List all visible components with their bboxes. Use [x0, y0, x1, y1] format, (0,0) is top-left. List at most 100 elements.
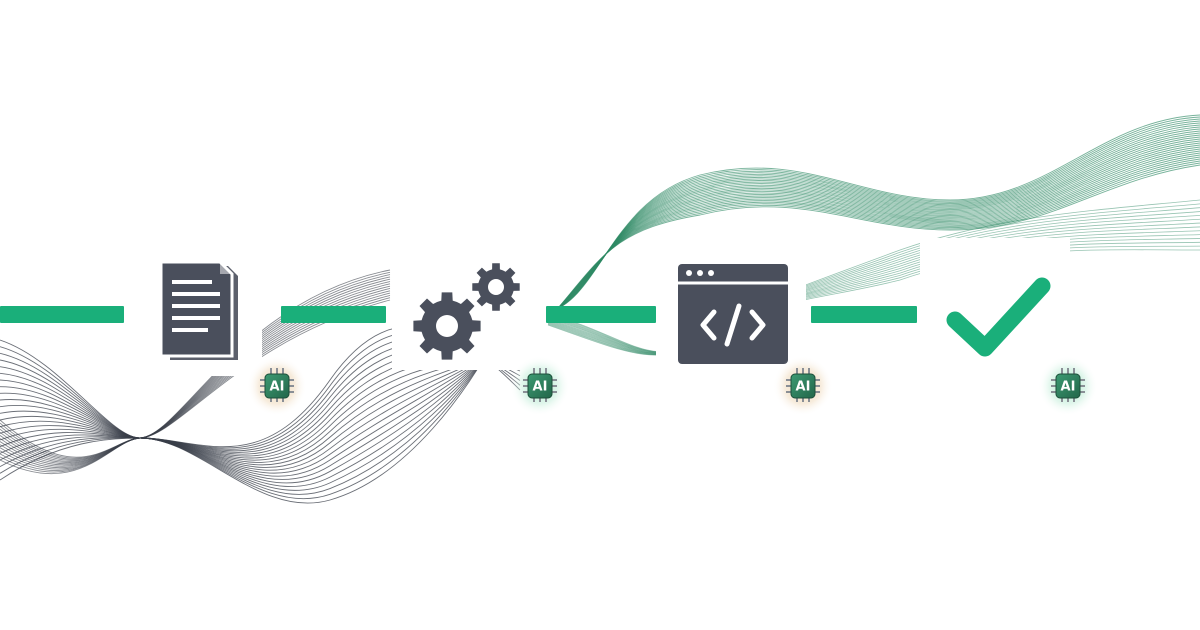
- chip-pin: [545, 396, 547, 402]
- chip-label: AI: [270, 380, 285, 395]
- chip-pin: [1079, 385, 1085, 387]
- chip-pin: [786, 379, 792, 381]
- ai-chip-icon: AI: [1038, 356, 1098, 416]
- chip-pin: [814, 379, 820, 381]
- chip-pin: [802, 396, 804, 402]
- icon-backdrop: [920, 238, 1070, 370]
- chip-pin: [786, 391, 792, 393]
- chip-body: [790, 373, 816, 399]
- wave-line: [0, 299, 521, 495]
- wave-line: [547, 214, 1200, 353]
- chip-pin: [551, 379, 557, 381]
- chip-pin: [808, 396, 810, 402]
- connector-line: [0, 306, 917, 323]
- wave-line: [547, 146, 1200, 318]
- chip-pin: [1067, 396, 1069, 402]
- wave-line: [547, 211, 1200, 353]
- wave-line: [547, 226, 1200, 354]
- wave-lines-right: [547, 114, 1200, 356]
- ai-chip-icon: AI: [773, 356, 833, 416]
- gear-icon: [413, 292, 481, 360]
- chip-pin: [288, 391, 294, 393]
- chip-pin: [802, 368, 804, 374]
- chip-label: AI: [796, 380, 811, 395]
- wave-line: [0, 323, 521, 477]
- chip-label: AI: [533, 380, 548, 395]
- chip-pin: [270, 396, 272, 402]
- chip-pin: [539, 368, 541, 374]
- chip-pin: [523, 391, 529, 393]
- chip-pin: [539, 396, 541, 402]
- chip-pin: [814, 385, 820, 387]
- chip-pin: [1073, 368, 1075, 374]
- chip-label: AI: [1061, 380, 1076, 395]
- wave-line: [547, 238, 1200, 355]
- wave-line: [0, 341, 521, 466]
- chip-pin: [276, 368, 278, 374]
- chip-pin: [288, 385, 294, 387]
- chip-pin: [551, 385, 557, 387]
- chip-pin: [260, 385, 266, 387]
- wave-line: [547, 199, 1200, 353]
- chip-pin: [282, 368, 284, 374]
- wave-line: [0, 313, 521, 484]
- chip-pin: [270, 368, 272, 374]
- chip-body: [527, 373, 553, 399]
- chip-pin: [551, 391, 557, 393]
- wave-line: [547, 222, 1200, 354]
- wave-line: [0, 346, 521, 463]
- checkmark-icon: [946, 277, 1051, 357]
- ai-chip-icon: AI: [247, 356, 307, 416]
- wave-line: [547, 148, 1200, 318]
- chip-pin: [288, 379, 294, 381]
- wave-line: [0, 318, 521, 480]
- wave-line: [547, 241, 1200, 355]
- wave-line: [0, 304, 521, 491]
- wave-line: [547, 218, 1200, 354]
- wave-line: [547, 203, 1200, 353]
- ai-chip-icon: AI: [510, 356, 570, 416]
- chip-pin: [523, 379, 529, 381]
- wave-line: [547, 234, 1200, 355]
- chip-pin: [1051, 385, 1057, 387]
- chip-pin: [545, 368, 547, 374]
- chip-pin: [814, 391, 820, 393]
- gear-icon: [472, 263, 520, 311]
- wave-line: [547, 230, 1200, 355]
- chip-pin: [808, 368, 810, 374]
- chip-pin: [523, 385, 529, 387]
- chip-pin: [1067, 368, 1069, 374]
- chip-pin: [282, 396, 284, 402]
- chip-pin: [1051, 379, 1057, 381]
- wave-line: [0, 294, 521, 500]
- chip-pin: [260, 391, 266, 393]
- wave-line: [0, 327, 521, 474]
- chip-pin: [533, 396, 535, 402]
- chip-pin: [533, 368, 535, 374]
- chip-body: [1055, 373, 1081, 399]
- wave-line: [547, 164, 1200, 321]
- chip-pin: [1061, 396, 1063, 402]
- chip-pin: [260, 379, 266, 381]
- chip-pin: [786, 385, 792, 387]
- chip-pin: [796, 368, 798, 374]
- code-window-icon: [678, 264, 788, 364]
- chip-pin: [1079, 391, 1085, 393]
- wave-line: [547, 245, 1200, 356]
- chip-pin: [1061, 368, 1063, 374]
- chip-pin: [796, 396, 798, 402]
- chip-pin: [1051, 391, 1057, 393]
- chip-pin: [276, 396, 278, 402]
- wave-line: [0, 308, 521, 488]
- wave-line: [547, 144, 1200, 318]
- document-icon: [159, 260, 238, 360]
- wave-line: [0, 299, 391, 458]
- wave-line: [0, 332, 521, 471]
- wave-line: [0, 289, 521, 504]
- wave-line: [0, 337, 521, 468]
- chip-pin: [1079, 379, 1085, 381]
- ai-chips: AI AI AI AI: [247, 356, 1098, 416]
- chip-pin: [1073, 396, 1075, 402]
